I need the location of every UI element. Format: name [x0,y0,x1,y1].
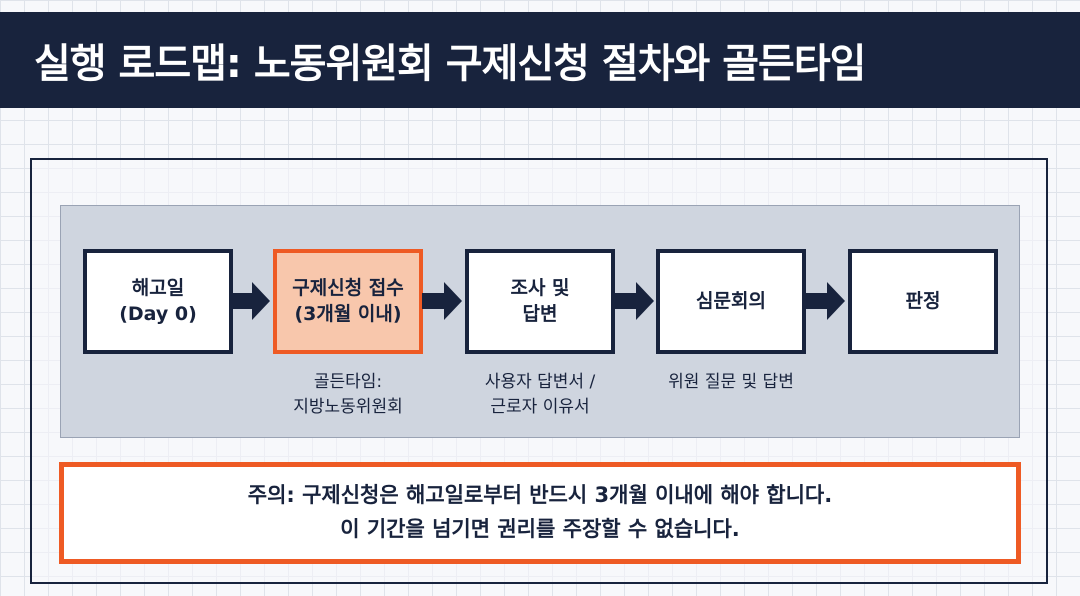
step-hearing: 심문회의 [656,249,806,354]
step-decision: 판정 [848,249,998,354]
note-hearing: 위원 질문 및 답변 [668,372,794,392]
note-golden-time: 골든타임: 지방노동위원회 [293,372,403,417]
step-label: 심문회의 [696,289,766,312]
arrow-right-icon [805,282,845,320]
arrow-right-icon [230,282,270,320]
note-statements: 사용자 답변서 / 근로자 이유서 [484,372,596,417]
step-label: 판정 [905,289,941,312]
warning-line: 이 기간을 넘기면 권리를 주장할 수 없습니다. [340,517,740,541]
title-banner: 실행 로드맵: 노동위원회 구제신청 절차와 골든타임 [0,12,1080,108]
arrow-right-icon [614,282,654,320]
arrow-right-icon [422,282,462,320]
warning-box: 주의: 구제신청은 해고일로부터 반드시 3개월 이내에 해야 합니다. 이 기… [59,462,1021,564]
step-investigation: 조사 및 답변 [465,249,615,354]
warning-line: 주의: 구제신청은 해고일로부터 반드시 3개월 이내에 해야 합니다. [247,483,833,508]
step-dismissal-day: 해고일 (Day 0) [83,249,233,354]
step-label: 조사 및 답변 [510,276,570,325]
step-label: 해고일 (Day 0) [119,276,197,325]
page-title: 실행 로드맵: 노동위원회 구제신청 절차와 골든타임 [34,41,866,87]
step-label: 구제신청 접수 (3개월 이내) [292,276,404,325]
step-relief-application: 구제신청 접수 (3개월 이내) [273,249,423,354]
